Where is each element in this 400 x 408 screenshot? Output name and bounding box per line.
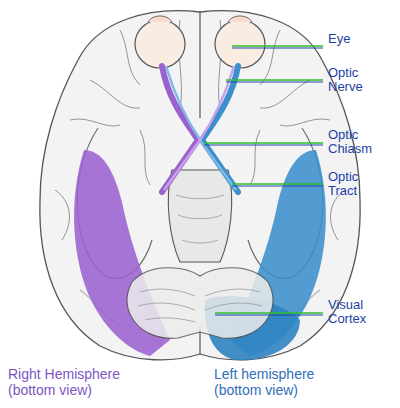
hemisphere-label: Right Hemisphere (bottom view) <box>8 366 136 398</box>
part-label: Optic Tract <box>328 170 388 198</box>
part-label: Eye <box>328 32 388 46</box>
part-label: Optic Chiasm <box>328 128 388 156</box>
part-label: Visual Cortex <box>328 298 388 326</box>
hemisphere-label: Left hemisphere (bottom view) <box>214 366 342 398</box>
part-label: Optic Nerve <box>328 66 388 94</box>
